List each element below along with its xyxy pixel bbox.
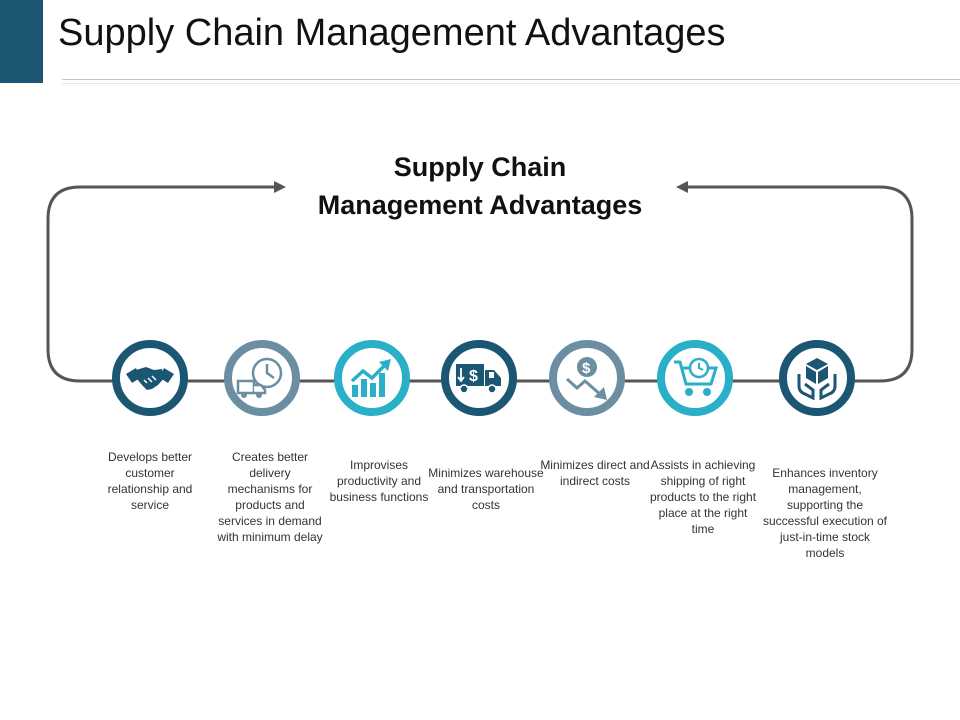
- step-circle-2: [224, 340, 300, 416]
- left-loop-path: [46, 185, 278, 383]
- svg-text:$: $: [582, 360, 591, 377]
- center-title-line1: Supply Chain: [393, 152, 567, 182]
- slide-title: Supply Chain Management Advantages: [58, 12, 726, 54]
- truck-dollar-icon: $: [454, 360, 504, 396]
- cost-decrease-icon: $: [563, 355, 611, 401]
- center-title-line2: Management Advantages: [317, 190, 643, 220]
- step-description-4: Minimizes warehouse and transportation c…: [428, 466, 544, 512]
- header-accent-block: [0, 0, 43, 83]
- growth-chart-icon: [349, 357, 395, 399]
- step-description-3: Improvises productivity and business fun…: [329, 458, 429, 504]
- step-circle-5: $: [549, 340, 625, 416]
- handshake-icon: [124, 358, 176, 398]
- step-circle-4: $: [441, 340, 517, 416]
- left-arrow-head: [274, 181, 286, 193]
- title-underline-secondary: [62, 83, 960, 84]
- step-description-1: Develops better customer relationship an…: [107, 450, 193, 512]
- hands-box-icon: [795, 356, 839, 400]
- title-underline: [62, 79, 960, 80]
- step-description-6: Assists in achieving shipping of right p…: [649, 458, 757, 536]
- step-circle-6: [657, 340, 733, 416]
- delivery-clock-icon: [236, 355, 288, 401]
- step-circle-3: [334, 340, 410, 416]
- step-description-5: Minimizes direct and indirect costs: [540, 458, 650, 488]
- step-description-2: Creates better delivery mechanisms for p…: [217, 450, 323, 544]
- center-title: Supply Chain Management Advantages: [270, 148, 690, 224]
- right-loop-path: [684, 185, 914, 383]
- cart-clock-icon: [671, 356, 719, 400]
- svg-text:$: $: [469, 368, 478, 385]
- step-circle-7: [779, 340, 855, 416]
- right-arrow-head: [676, 181, 688, 193]
- step-circle-1: [112, 340, 188, 416]
- step-description-7: Enhances inventory management, supportin…: [762, 466, 888, 560]
